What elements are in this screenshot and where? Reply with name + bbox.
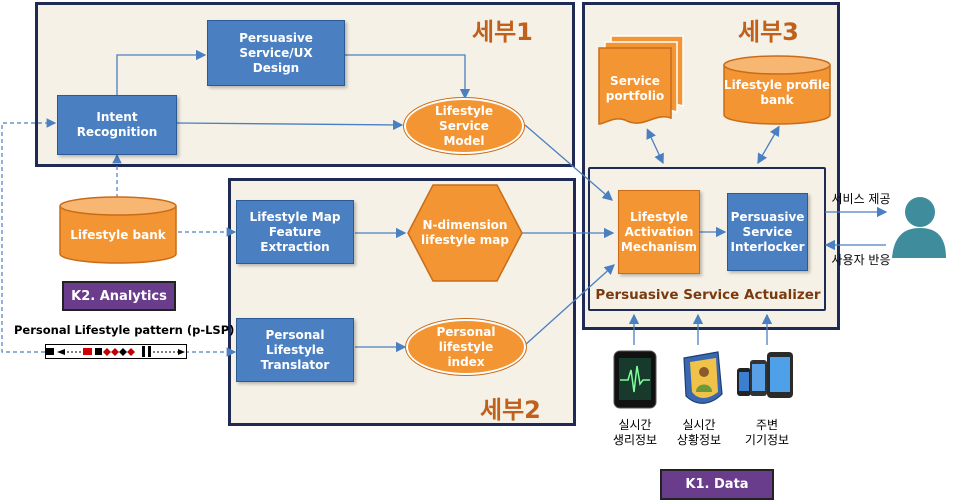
k2-analytics-badge: K2. Analytics — [62, 281, 176, 311]
dashed-pattern-loop — [1, 118, 57, 353]
lifestyle-bank-label: Lifestyle bank — [70, 228, 166, 242]
intent-recognition-box: Intent Recognition — [57, 95, 177, 155]
ecg-tablet-icon — [613, 350, 657, 409]
profile-bank-label: Lifestyle profile bank — [723, 78, 831, 107]
feature-extraction-box: Lifestyle Map Feature Extraction — [236, 200, 354, 264]
lifestyle-index-label: Personal lifestyle index — [436, 324, 496, 369]
activation-mechanism-box: Lifestyle Activation Mechanism — [618, 190, 700, 274]
user-icon — [892, 197, 946, 258]
lifestyle-translator-box: Personal Lifestyle Translator — [236, 318, 354, 382]
arrow-index-to-activation — [524, 264, 615, 346]
bio-info-label: 실시간 생리정보 — [612, 418, 658, 447]
arrow-profile-interlocker — [757, 125, 780, 165]
user-response-label: 사용자 반응 — [831, 253, 891, 267]
n-dimension-hexagon — [407, 184, 523, 282]
intent-recognition-label: Intent Recognition — [76, 110, 158, 139]
smartphones-icon — [737, 352, 793, 398]
pattern-strip-icon — [45, 344, 187, 359]
feature-extraction-label: Lifestyle Map Feature Extraction — [249, 209, 341, 254]
arrow-intent-to-model — [176, 119, 404, 131]
service-provide-label: 서비스 제공 — [831, 192, 891, 206]
n-dimension-label: N-dimension lifestyle map — [421, 218, 509, 247]
service-portfolio-label: Service portfolio — [605, 74, 665, 103]
panel-title-sebu3: 세부3 — [738, 18, 799, 46]
context-info-label: 실시간 상황정보 — [676, 418, 722, 447]
shield-person-icon — [683, 351, 723, 404]
actualizer-label: Persuasive Service Actualizer — [595, 287, 821, 303]
panel-title-sebu1: 세부1 — [472, 18, 533, 46]
device-info-label: 주변 기기정보 — [744, 418, 790, 447]
arrow-model-to-activation — [524, 124, 613, 201]
arrow-ux-to-model — [345, 54, 471, 100]
lifestyle-translator-label: Personal Lifestyle Translator — [260, 327, 330, 372]
lifestyle-index-oval: Personal lifestyle index — [405, 318, 527, 376]
service-portfolio-document-icon — [598, 35, 684, 125]
k1-data-badge: K1. Data — [660, 469, 774, 500]
lifestyle-service-model-label: Lifestyle Service Model — [434, 103, 494, 148]
profile-bank-cylinder — [723, 55, 831, 125]
actualizer-frame — [588, 167, 826, 311]
p-lsp-label: Personal Lifestyle pattern (p-LSP) — [14, 323, 235, 337]
arrow-portfolio-activation — [646, 128, 664, 165]
lifestyle-service-model-oval: Lifestyle Service Model — [403, 97, 525, 155]
panel-title-sebu2: 세부2 — [480, 396, 541, 424]
lifestyle-bank-cylinder — [59, 196, 177, 264]
activation-mechanism-label: Lifestyle Activation Mechanism — [620, 209, 698, 254]
ux-design-box: Persuasive Service/UX Design — [207, 20, 345, 86]
service-interlocker-label: Persuasive Service Interlocker — [730, 209, 805, 254]
service-interlocker-box: Persuasive Service Interlocker — [727, 193, 808, 271]
ux-design-label: Persuasive Service/UX Design — [239, 30, 313, 75]
arrow-intent-to-ux — [116, 49, 207, 95]
